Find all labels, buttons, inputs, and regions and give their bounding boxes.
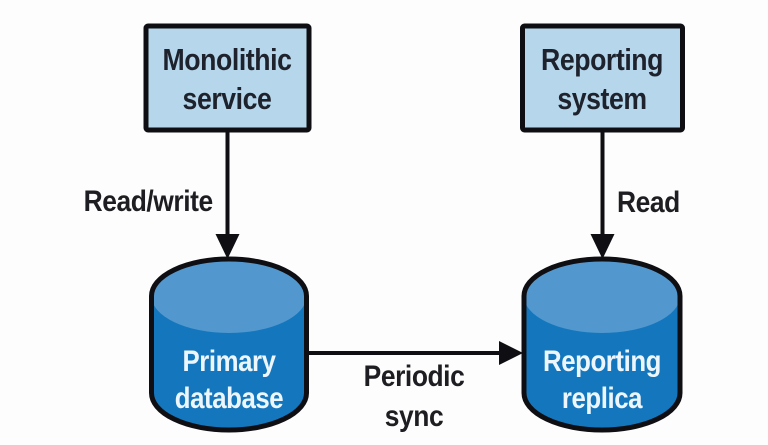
monolithic-service-label-line2: service bbox=[182, 81, 272, 116]
periodic-sync-label-line1: Periodic bbox=[363, 360, 465, 393]
primary-database-cylinder-body bbox=[151, 296, 307, 431]
reporting-replica-cylinder-body bbox=[524, 296, 680, 430]
monolithic-service-label: Monolithic service bbox=[163, 40, 292, 118]
primary-database-label: Primary database bbox=[174, 343, 284, 417]
reporting-replica-label-line2: replica bbox=[561, 382, 643, 415]
reporting-replica-label-line1: Reporting bbox=[543, 345, 661, 378]
read-edge-label: Read bbox=[617, 186, 680, 219]
reporting-system-label-line2: system bbox=[557, 81, 647, 116]
monolithic-service-label-line1: Monolithic bbox=[162, 42, 292, 77]
reporting-replica-label: Reporting replica bbox=[543, 343, 661, 417]
reporting-replica-cylinder-outline bbox=[521, 256, 683, 433]
reporting-system-label-line1: Reporting bbox=[540, 42, 664, 77]
periodic-sync-label-line2: sync bbox=[384, 400, 444, 433]
periodic-sync-edge-label: Periodic sync bbox=[364, 357, 465, 437]
primary-database-label-line2: database bbox=[174, 382, 284, 415]
primary-database-cylinder-outline bbox=[149, 256, 309, 433]
read-write-edge-label: Read/write bbox=[83, 185, 214, 218]
reporting-system-label: Reporting system bbox=[541, 40, 663, 118]
read-arrowhead-icon bbox=[590, 234, 615, 259]
periodic-sync-arrowhead-icon bbox=[499, 341, 523, 365]
read-write-arrowhead-icon bbox=[215, 234, 240, 259]
primary-database-label-line1: Primary bbox=[182, 345, 276, 378]
